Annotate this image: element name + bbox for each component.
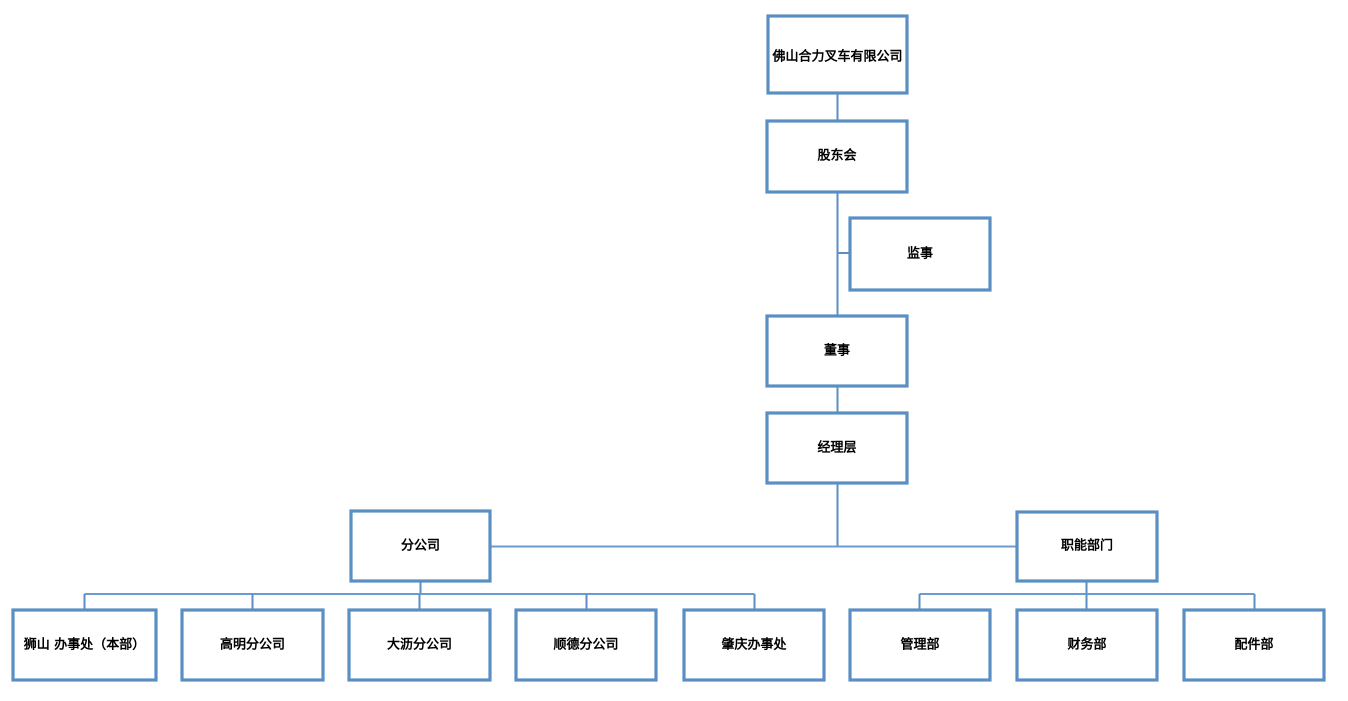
node-dept-2-box[interactable] <box>1015 608 1159 682</box>
node-management[interactable]: 经理层 <box>765 411 909 485</box>
node-company[interactable]: 佛山合力叉车有限公司 <box>766 14 909 95</box>
node-dept-1-label: 管理部 <box>900 637 939 653</box>
node-dept-2[interactable]: 财务部 <box>1015 608 1159 682</box>
node-branch-4-label: 顺德分公司 <box>553 637 618 653</box>
node-layer: 佛山合力叉车有限公司 股东会 监事 董事 经理层 分公司 <box>11 14 1326 682</box>
node-branch-2[interactable]: 高明分公司 <box>180 608 325 682</box>
node-dept-1-box[interactable] <box>848 608 992 682</box>
node-branch-5[interactable]: 肇庆办事处 <box>682 608 826 682</box>
node-branch-3-label: 大沥分公司 <box>387 637 452 653</box>
node-company-box[interactable] <box>766 14 909 95</box>
node-branch-group-label: 分公司 <box>401 538 440 554</box>
node-branch-group-box[interactable] <box>349 509 492 583</box>
node-shareholders-label: 股东会 <box>817 148 857 164</box>
node-branch-3-box[interactable] <box>347 608 492 682</box>
node-director-box[interactable] <box>765 314 909 388</box>
node-function-group-label: 职能部门 <box>1061 538 1113 554</box>
node-branch-1-box[interactable] <box>11 608 158 682</box>
node-supervisor-label: 监事 <box>907 246 933 262</box>
node-management-box[interactable] <box>765 411 909 485</box>
node-dept-3[interactable]: 配件部 <box>1182 608 1326 682</box>
node-branch-2-label: 高明分公司 <box>220 637 285 653</box>
node-director[interactable]: 董事 <box>765 314 909 388</box>
node-director-label: 董事 <box>824 343 850 359</box>
node-dept-2-label: 财务部 <box>1067 637 1106 653</box>
node-function-group-box[interactable] <box>1015 510 1159 583</box>
node-shareholders[interactable]: 股东会 <box>765 119 909 194</box>
node-branch-1[interactable]: 狮山 办事处（本部） <box>11 608 158 682</box>
node-branch-2-box[interactable] <box>180 608 325 682</box>
node-branch-4[interactable]: 顺德分公司 <box>514 608 658 682</box>
node-function-group[interactable]: 职能部门 <box>1015 510 1159 583</box>
node-dept-1[interactable]: 管理部 <box>848 608 992 682</box>
node-shareholders-box[interactable] <box>765 119 909 194</box>
node-dept-3-label: 配件部 <box>1234 637 1273 653</box>
node-branch-group[interactable]: 分公司 <box>349 509 492 583</box>
node-dept-3-box[interactable] <box>1182 608 1326 682</box>
node-branch-1-label: 狮山 办事处（本部） <box>23 637 146 653</box>
node-company-label: 佛山合力叉车有限公司 <box>771 49 902 65</box>
node-management-label: 经理层 <box>817 440 856 456</box>
node-branch-5-box[interactable] <box>682 608 826 682</box>
node-branch-3[interactable]: 大沥分公司 <box>347 608 492 682</box>
node-supervisor[interactable]: 监事 <box>848 216 992 292</box>
node-branch-5-label: 肇庆办事处 <box>720 637 787 653</box>
node-branch-4-box[interactable] <box>514 608 658 682</box>
node-supervisor-box[interactable] <box>848 216 992 292</box>
connector-layer <box>83 93 1256 610</box>
